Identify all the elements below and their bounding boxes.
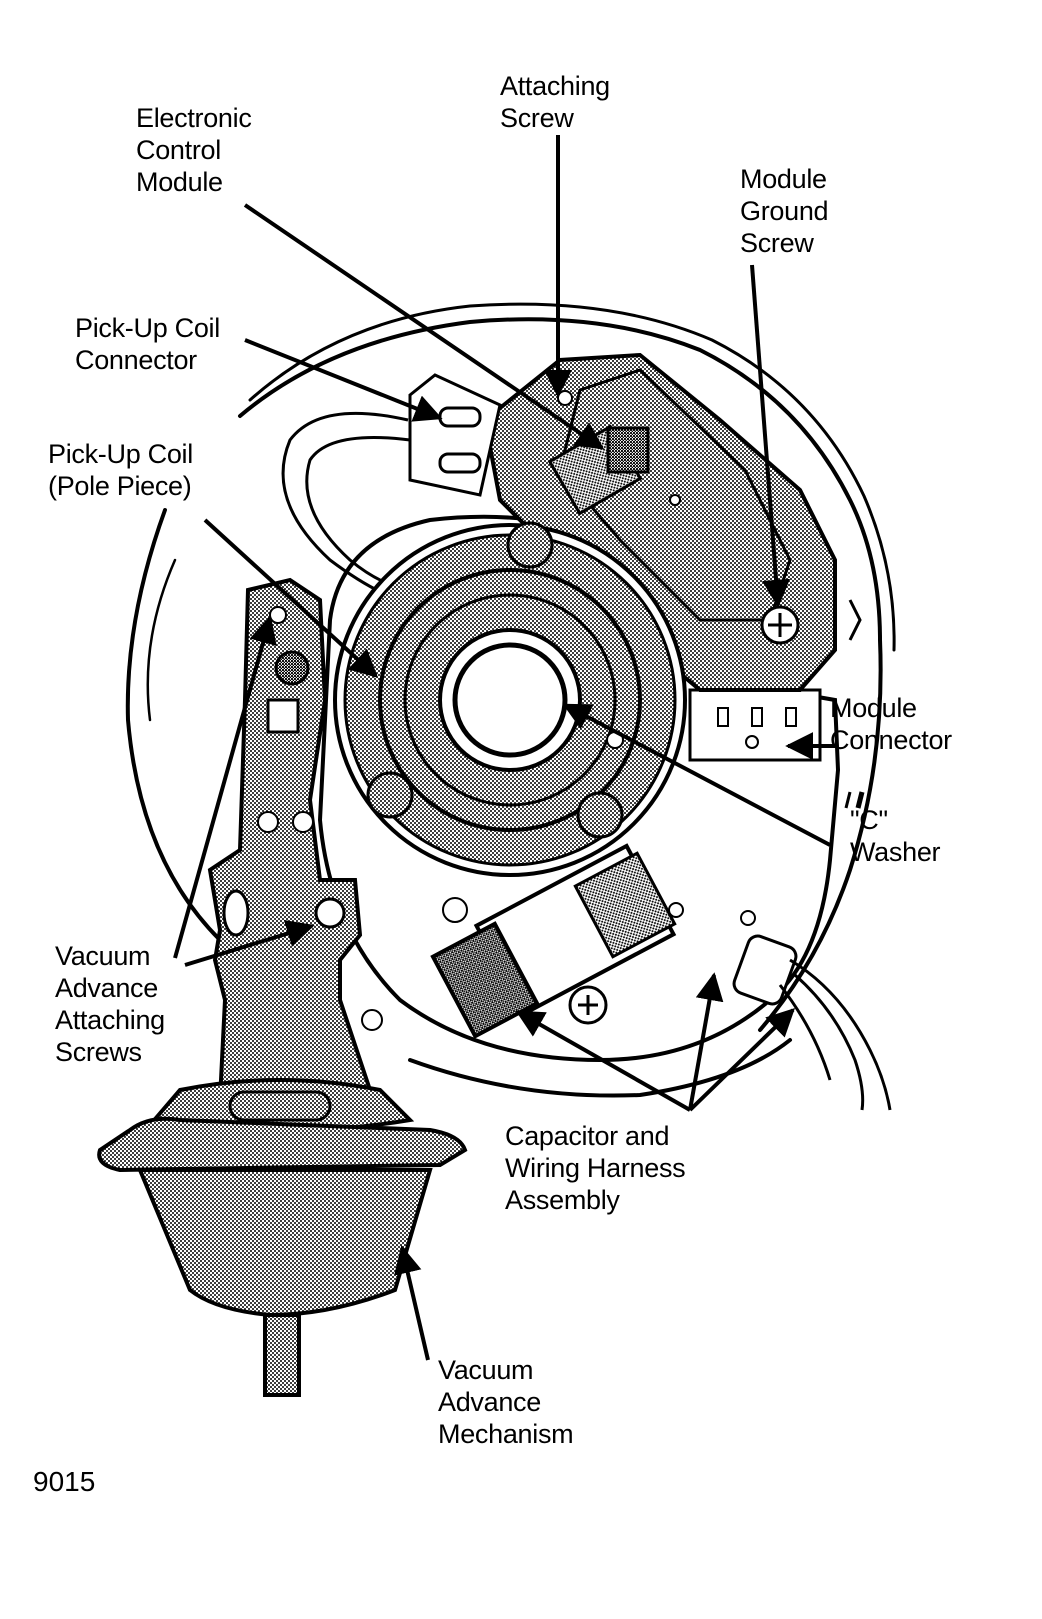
label-pucc-line1: Pick-Up Coil <box>75 313 220 343</box>
pickup-coil-connector-plug <box>408 373 502 497</box>
pickup-coil-wires <box>281 411 411 602</box>
label-attaching-screw-line2: Screw <box>500 103 574 133</box>
label-cwh-line1: Capacitor and <box>505 1121 670 1151</box>
housing-rim <box>125 302 896 1098</box>
label-vaas-line1: Vacuum <box>55 941 151 971</box>
label-mc-line1: Module <box>830 693 917 723</box>
label-mc-line2: Connector <box>830 725 952 755</box>
label-module-ground-screw: Module Ground Screw <box>740 163 829 259</box>
label-ecm-line2: Control <box>136 135 221 165</box>
c-washer-marks <box>844 791 865 809</box>
label-vacuum-advance-mechanism: Vacuum Advance Mechanism <box>438 1354 574 1450</box>
label-module-connector: Module Connector <box>830 692 952 756</box>
label-mgs-line2: Ground <box>740 196 829 226</box>
label-vaas-line2: Advance <box>55 973 158 1003</box>
label-mgs-line1: Module <box>740 164 827 194</box>
label-pupp-line1: Pick-Up Coil <box>48 439 193 469</box>
label-cwh-line2: Wiring Harness <box>505 1153 686 1183</box>
wiring-harness <box>732 599 892 1111</box>
label-pick-up-coil-connector: Pick-Up Coil Connector <box>75 312 220 376</box>
pickup-coil-pole-piece <box>333 521 687 877</box>
label-vacuum-advance-attaching-screws: Vacuum Advance Attaching Screws <box>55 940 165 1068</box>
leader-lines <box>173 135 838 1361</box>
label-c-washer: "C" Washer <box>850 804 941 868</box>
label-cw-line2: Washer <box>850 837 941 867</box>
label-pick-up-coil-pole-piece: Pick-Up Coil (Pole Piece) <box>48 438 193 502</box>
capacitor <box>430 843 756 1039</box>
label-pupp-line2: (Pole Piece) <box>48 471 192 501</box>
label-cw-line1: "C" <box>850 805 888 835</box>
label-vam-line1: Vacuum <box>438 1355 534 1385</box>
figure-number: 9015 <box>33 1466 96 1497</box>
module-connector <box>688 688 822 762</box>
label-attaching-screw: Attaching Screw <box>500 70 610 134</box>
module-ground-screw <box>760 605 800 645</box>
label-cwh-line3: Assembly <box>505 1185 620 1215</box>
label-vaas-line4: Screws <box>55 1037 142 1067</box>
label-ecm-line1: Electronic <box>136 103 252 133</box>
vacuum-advance-mechanism <box>97 577 468 1397</box>
label-pucc-line2: Connector <box>75 345 197 375</box>
label-vam-line3: Mechanism <box>438 1419 574 1449</box>
label-capacitor-wiring-harness: Capacitor and Wiring Harness Assembly <box>505 1120 686 1216</box>
label-ecm-line3: Module <box>136 167 223 197</box>
label-mgs-line3: Screw <box>740 228 814 258</box>
label-vaas-line3: Attaching <box>55 1005 165 1035</box>
label-vam-line2: Advance <box>438 1387 541 1417</box>
label-electronic-control-module: Electronic Control Module <box>136 102 252 198</box>
label-attaching-screw-line1: Attaching <box>500 71 610 101</box>
